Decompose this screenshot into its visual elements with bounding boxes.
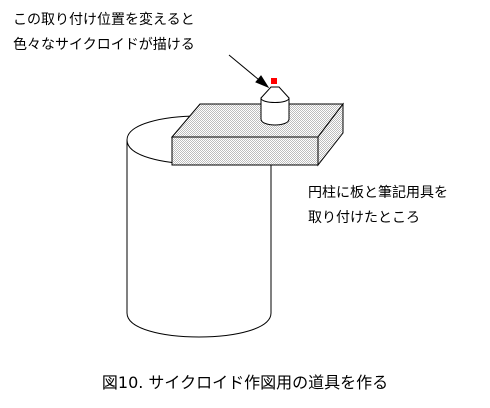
cylinder-bottom-arc (126, 312, 272, 338)
pen-tip-marker (271, 78, 277, 84)
mount-position-note: この取り付け位置を変えると 色々なサイクロイドが描ける (13, 8, 195, 58)
figure-caption: 図10. サイクロイド作図用の道具を作る (101, 373, 389, 392)
mount-note-line-1: この取り付け位置を変えると (13, 12, 195, 28)
pen-holder-cone (260, 86, 290, 103)
board-side-face (317, 102, 344, 167)
pointer-arrow (228, 54, 270, 89)
board-top-face (170, 103, 345, 138)
mount-note-line-2: 色々なサイクロイドが描ける (13, 37, 195, 53)
pen-holder (260, 86, 290, 126)
pen-holder-body (260, 97, 290, 126)
cylinder-note-line-1: 円柱に板と筆記用具を (308, 185, 448, 201)
cylinder-note-line-2: 取り付けたところ (308, 210, 420, 226)
cylinder-note: 円柱に板と筆記用具を 取り付けたところ (308, 181, 448, 231)
board (170, 102, 345, 167)
board-front-face (171, 136, 319, 166)
